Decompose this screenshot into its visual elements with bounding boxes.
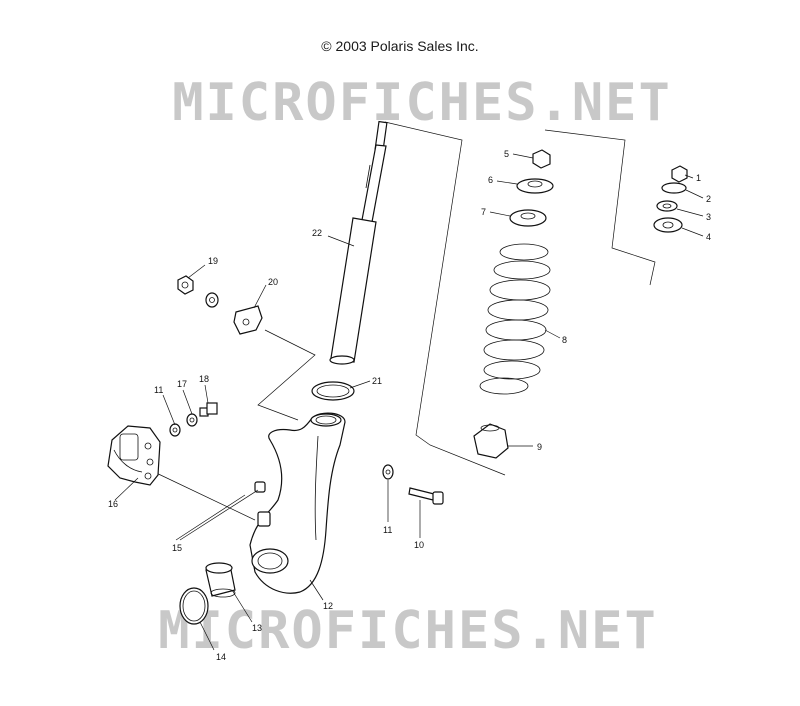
part-11-label-left: 11 (154, 385, 163, 395)
part-3-label: 3 (706, 212, 711, 222)
part-20-label: 20 (268, 277, 278, 287)
part-17-label: 17 (177, 379, 187, 389)
part-12-label: 12 (323, 601, 333, 611)
part-18-label: 18 (199, 374, 209, 384)
part-1-label: 1 (696, 173, 701, 183)
part-labels: 1 2 3 4 5 6 7 8 9 10 11 11 12 13 14 15 1… (108, 149, 711, 662)
part-2-label: 2 (706, 194, 711, 204)
part-22-label: 22 (312, 228, 322, 238)
part-14-label: 14 (216, 652, 226, 662)
small-bolt[interactable] (254, 481, 266, 493)
part-4-label: 4 (706, 232, 711, 242)
coil-spring[interactable] (479, 243, 551, 395)
part-16-label: 16 (108, 499, 118, 509)
upper-mount-stack[interactable] (509, 149, 554, 227)
brake-caliper[interactable] (107, 425, 161, 486)
part-5-label: 5 (504, 149, 509, 159)
strut-housing[interactable] (249, 412, 346, 594)
part-9-label: 9 (537, 442, 542, 452)
part-13-label: 13 (252, 623, 262, 633)
part-7-label: 7 (481, 207, 486, 217)
part-15-label: 15 (172, 543, 182, 553)
watermark-bottom: MICROFICHES.NET (158, 601, 658, 661)
shock-absorber[interactable] (329, 120, 388, 365)
bushing[interactable] (205, 562, 236, 598)
part-21-label: 21 (372, 376, 382, 386)
watermark-top: MICROFICHES.NET (172, 73, 672, 133)
hardware-right[interactable] (653, 165, 688, 233)
hardware-left[interactable] (169, 402, 218, 437)
part-10-label: 10 (414, 540, 424, 550)
bump-stop[interactable] (473, 423, 509, 459)
seal-ring[interactable] (311, 381, 355, 401)
snap-ring[interactable] (179, 587, 209, 625)
part-19-label: 19 (208, 256, 218, 266)
hardware-upper-left[interactable] (177, 275, 263, 335)
assembly-lines (149, 121, 656, 541)
leader-lines (114, 153, 704, 651)
part-8-label: 8 (562, 335, 567, 345)
part-11-label-right: 11 (383, 525, 392, 535)
copyright-notice: © 2003 Polaris Sales Inc. (321, 38, 479, 54)
part-6-label: 6 (488, 175, 493, 185)
hardware-lower-right[interactable] (382, 464, 444, 505)
